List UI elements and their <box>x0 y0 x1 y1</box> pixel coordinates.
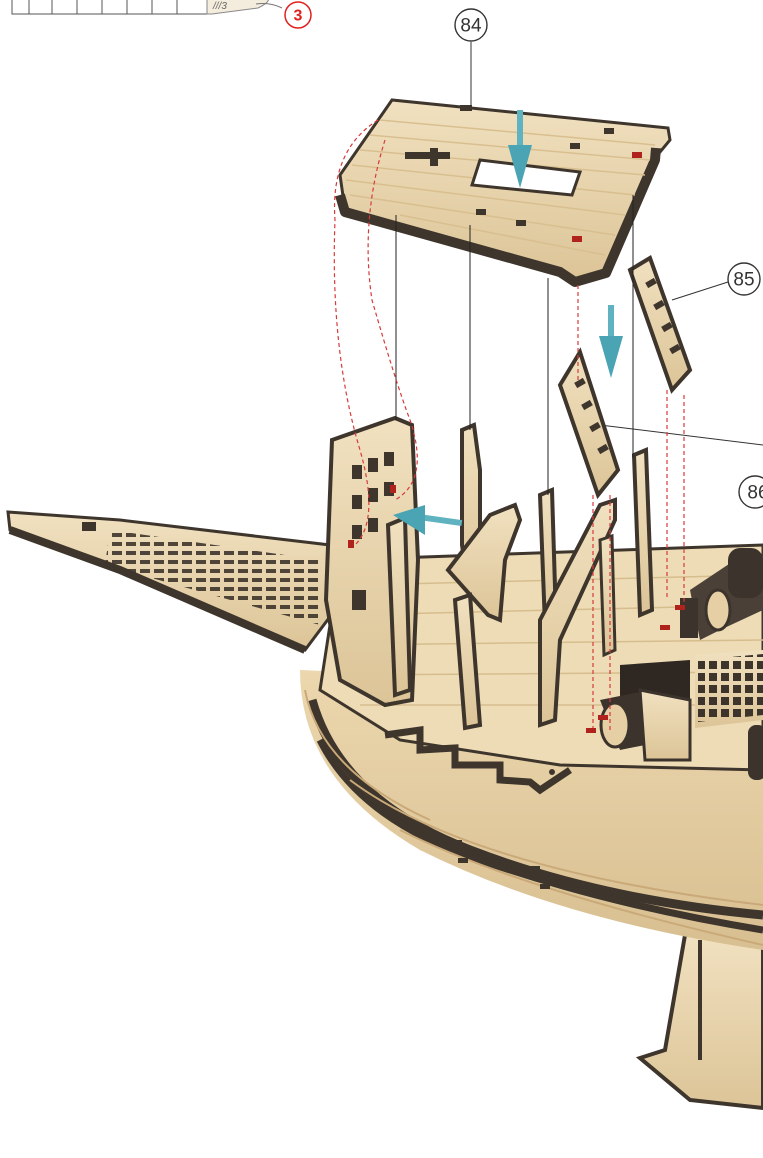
step-badge: 3 <box>294 8 303 25</box>
callout-86: 86 <box>739 476 763 508</box>
part-86-ladder <box>560 352 618 495</box>
callout-85-label: 85 <box>733 270 754 291</box>
part-85-ladder <box>630 258 690 390</box>
callout-86-label: 86 <box>747 483 763 504</box>
part-84-upper-deck <box>340 100 670 282</box>
arrow-down-to-deck <box>599 305 623 378</box>
callout-84: 84 <box>455 9 487 41</box>
cannon-far-right <box>748 725 763 780</box>
callout-85: 85 <box>728 263 760 295</box>
callout-84-label: 84 <box>460 16 482 37</box>
bowsprit-deck <box>8 512 335 650</box>
strip-small-text: ///3 <box>212 1 227 12</box>
parts-strip: ///3 3 <box>12 0 311 28</box>
